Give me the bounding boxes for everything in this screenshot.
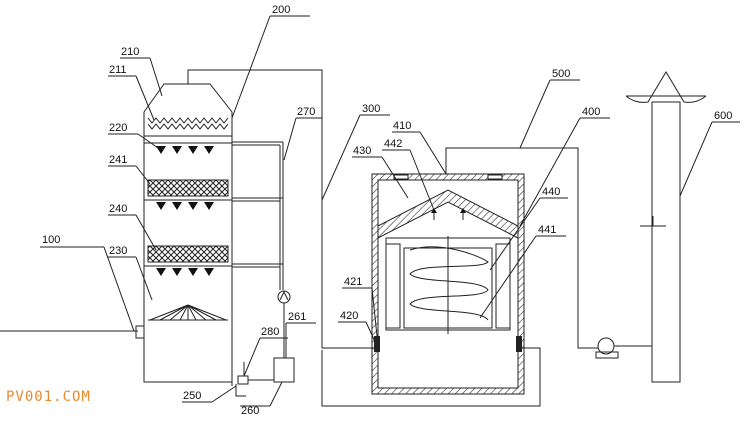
spray-nozzles-middle: [156, 202, 214, 210]
label-241: 241: [109, 154, 127, 166]
gas-distributor: [148, 304, 228, 321]
label-440: 440: [542, 186, 560, 198]
inlet-pipe: [0, 325, 145, 339]
label-211: 211: [109, 64, 127, 76]
label-200: 200: [272, 4, 290, 16]
dosing-tank: [273, 357, 295, 383]
label-421: 421: [344, 276, 362, 288]
label-210: 210: [121, 46, 139, 58]
spray-nozzles-bottom: [156, 268, 214, 276]
duct-tower-to-dryer: [187, 69, 541, 407]
label-410: 410: [393, 120, 411, 132]
label-430: 430: [353, 145, 371, 157]
packing-layer-lower: [147, 245, 229, 263]
absorption-tower: [143, 83, 233, 383]
label-600: 600: [714, 110, 732, 122]
label-280: 280: [261, 326, 279, 338]
label-261: 261: [288, 311, 306, 323]
dryer-unit: [371, 173, 525, 395]
label-100: 100: [42, 234, 60, 246]
dryer-inlet-port: [374, 336, 380, 352]
label-441: 441: [538, 224, 556, 236]
demister-chevrons: [147, 117, 229, 130]
label-220: 220: [109, 122, 127, 134]
label-400: 400: [582, 106, 600, 118]
label-442: 442: [384, 138, 402, 150]
packing-layer-upper: [147, 179, 229, 197]
updraft-arrows: [431, 208, 466, 220]
label-230: 230: [109, 245, 127, 257]
label-300: 300: [362, 103, 380, 115]
dryer-outlet-port: [516, 336, 522, 352]
spiral-conveyor: [409, 246, 489, 321]
drain-assembly: [231, 362, 274, 397]
label-500: 500: [552, 68, 570, 80]
label-240: 240: [109, 203, 127, 215]
spray-nozzles-top: [156, 146, 214, 154]
label-420: 420: [340, 310, 358, 322]
label-250: 250: [183, 390, 201, 402]
leader-lines: [40, 15, 740, 407]
watermark: PV001.COM: [6, 389, 91, 405]
chimney: [625, 71, 707, 383]
label-270: 270: [297, 106, 315, 118]
label-260: 260: [241, 405, 259, 417]
circulation-piping: [232, 141, 291, 358]
exhaust-duct: [445, 147, 652, 359]
